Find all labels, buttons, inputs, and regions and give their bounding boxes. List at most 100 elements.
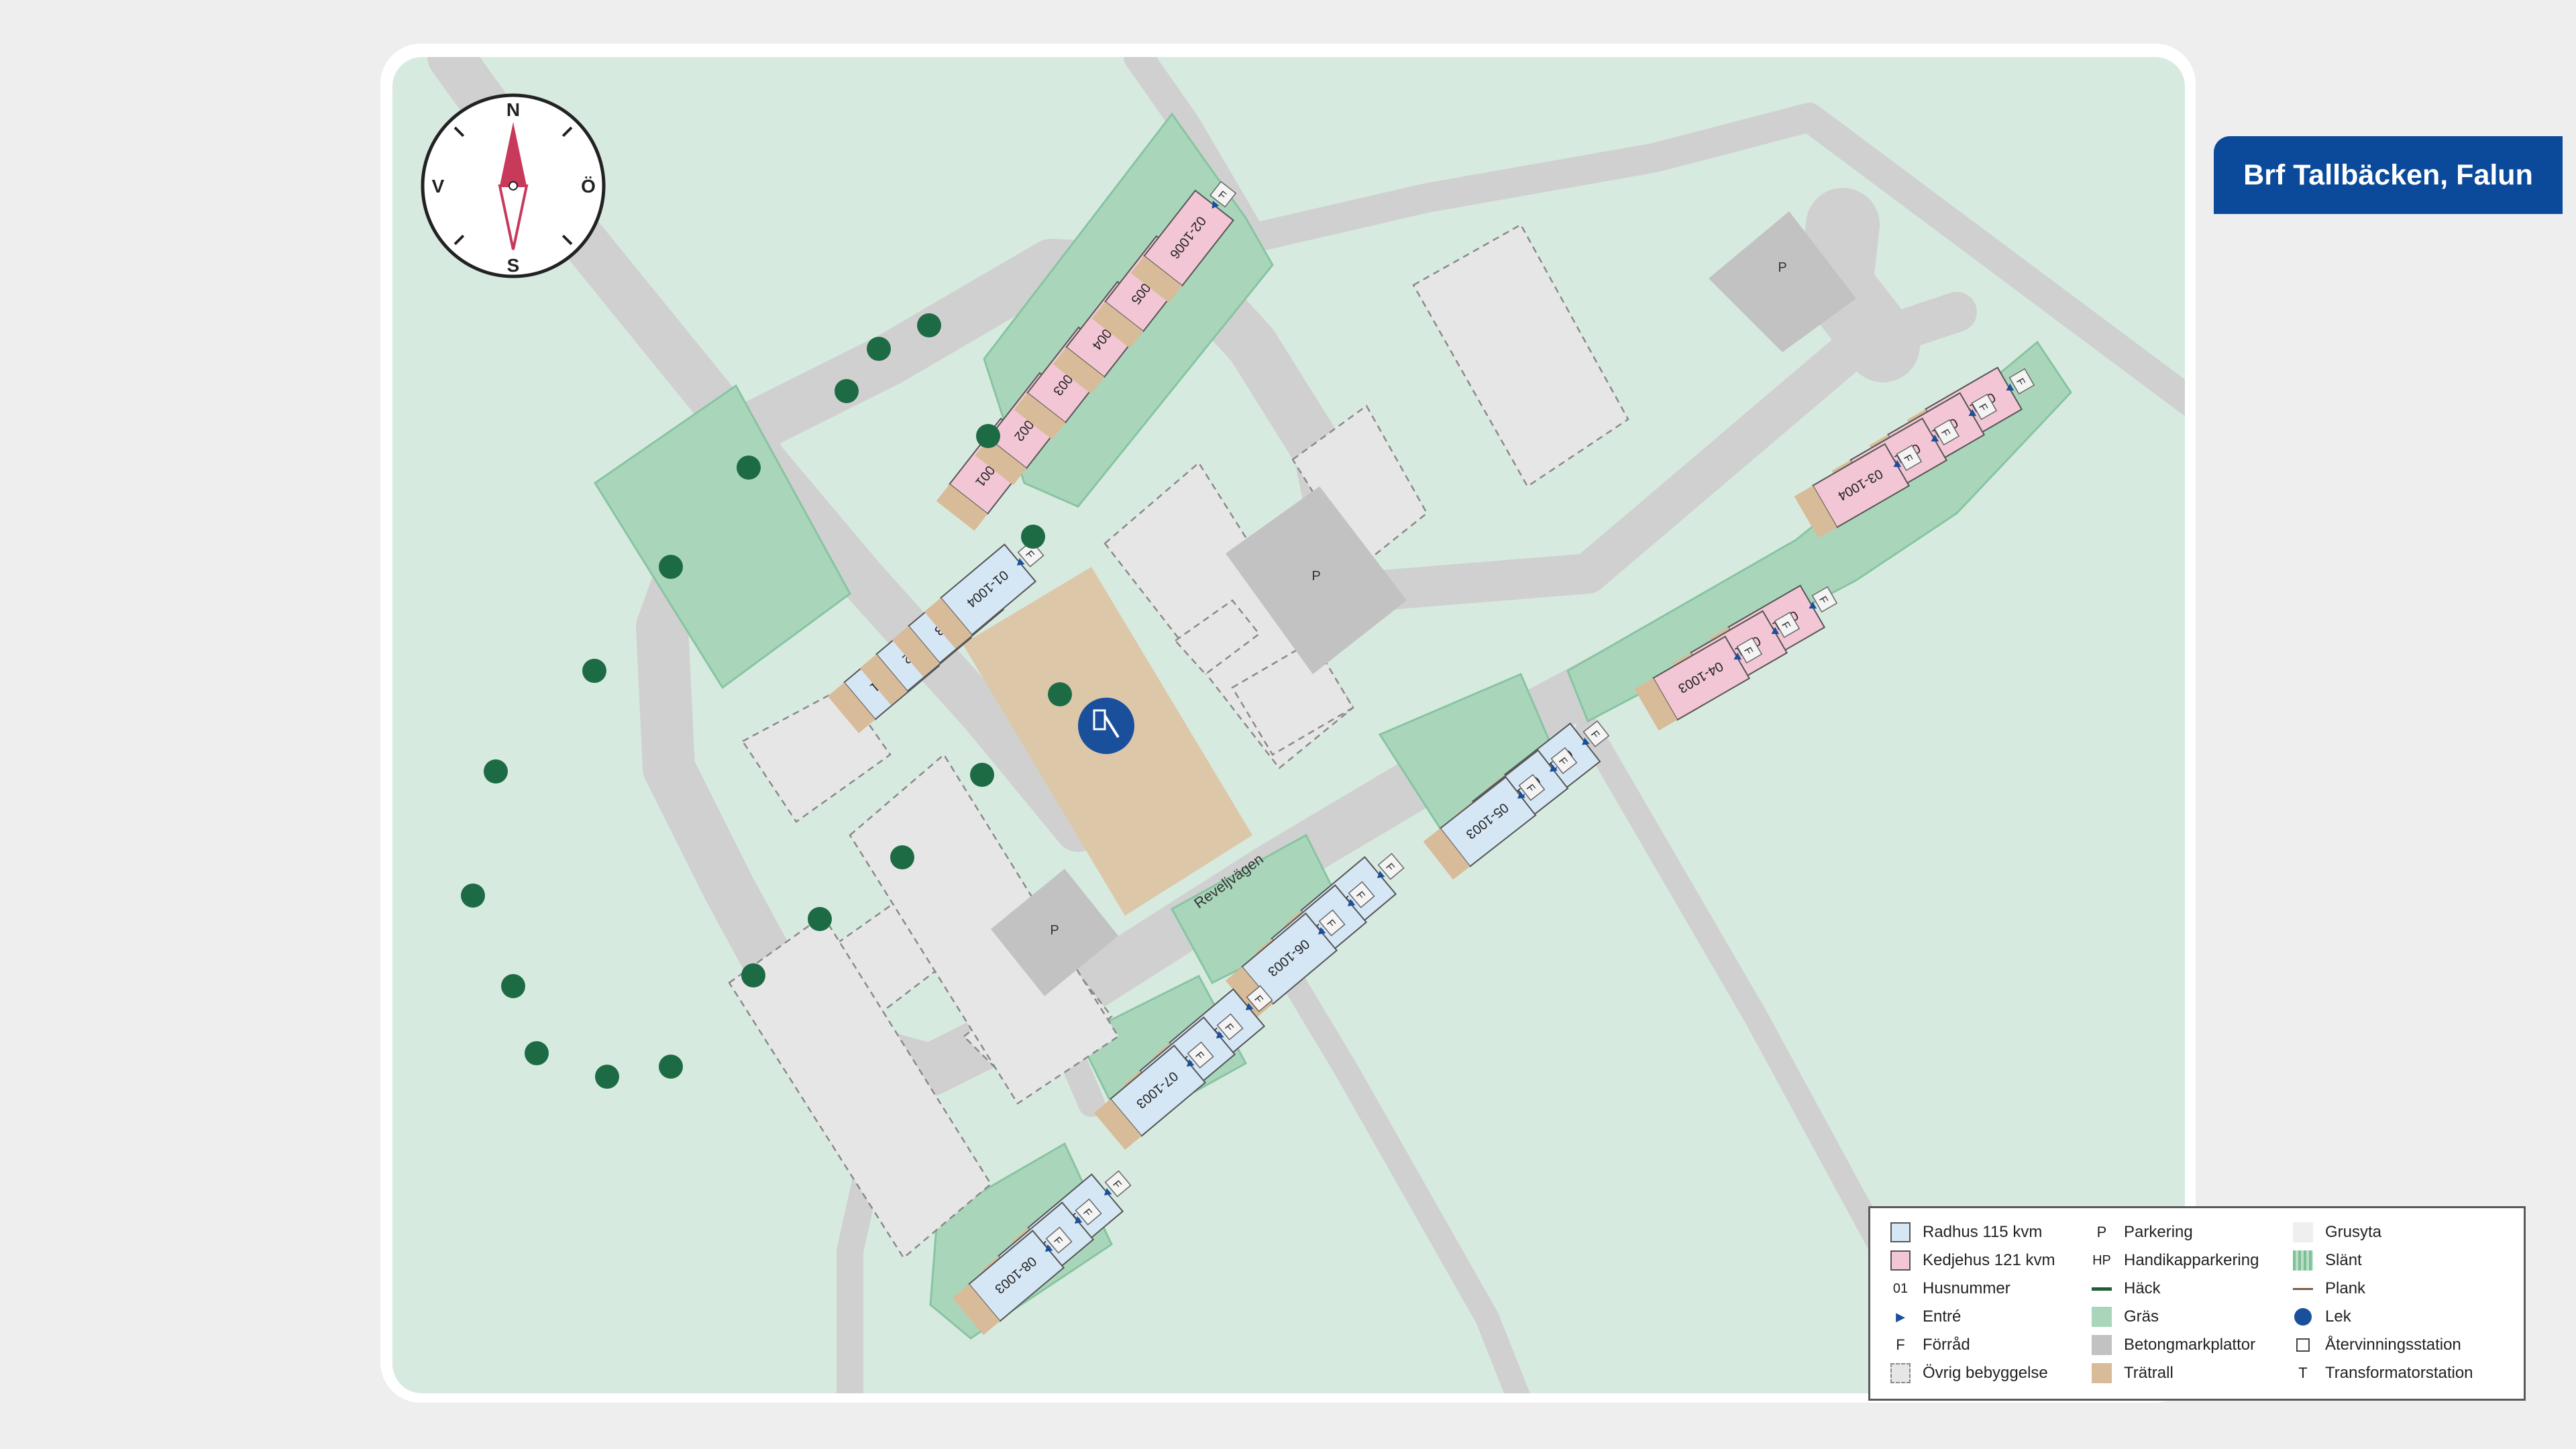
tree [582,659,606,683]
other-building-9 [849,753,1120,1105]
legend-label: Radhus 115 kvm [1923,1223,2043,1241]
legend-label: Betongmarkplattor [2124,1336,2256,1354]
unit-deck [859,654,908,705]
compass-tick [453,234,465,246]
unit-deck [1093,1099,1142,1150]
legend-label: Husnummer [1923,1279,2010,1297]
unit-03-1004[interactable]: F03-1004 [1794,433,1929,539]
entrance-arrow [2006,383,2015,391]
legend-item-husnummer: 01 Husnummer [1890,1277,2010,1301]
storage-shed [1017,540,1044,568]
entrance-arrow [1186,1059,1195,1067]
unit-01-1004[interactable]: F01-1004 [924,530,1053,649]
tree [501,974,525,998]
parking-lot-ne [1709,211,1856,352]
legend-label: Slänt [2325,1251,2362,1269]
compass-north-label: N [506,99,520,120]
legend-item-atervinning: Återvinningsstation [2293,1333,2461,1357]
transformator-icon: T [2298,1364,2308,1381]
tree [737,455,761,480]
unit-04-1003[interactable]: F04-1003 [1634,625,1770,731]
atervinning-icon [2293,1335,2313,1355]
legend-label: Kedjehus 121 kvm [1923,1251,2055,1269]
tree [525,1041,549,1065]
entrance-arrow [1733,652,1742,660]
legend-label: Lek [2325,1307,2351,1326]
unit-05-1003[interactable]: F05-1003 [1423,763,1554,880]
tratrall-swatch-icon [2092,1363,2112,1383]
legend-label: Återvinningsstation [2325,1336,2461,1354]
legend-label: Plank [2325,1279,2366,1297]
storage-shed [1550,747,1578,774]
legend-item-gras-swatch: Gräs [2092,1305,2159,1329]
road-north-east [1124,57,2185,421]
compass-rose: N S V Ö [421,93,606,278]
legend-label: Trätrall [2124,1364,2174,1382]
kedjehus-swatch-icon [1890,1250,1911,1271]
entrance-arrow [1216,1030,1224,1039]
unit-deck [1091,301,1144,349]
other-building-8 [728,914,992,1259]
unit-08-1003[interactable]: F08-1003 [952,1216,1081,1335]
legend-label: Häck [2124,1279,2161,1297]
entrance-arrow [1893,460,1902,468]
entrance-arrow [1377,870,1385,879]
tree [970,763,994,787]
parking-lot-center [1226,486,1407,674]
map-title: Brf Tallbäcken, Falun [2243,158,2533,191]
tree [741,963,765,987]
tree [659,1055,683,1079]
storage-shed [1971,393,1998,421]
legend-item-lek-icon: Lek [2293,1305,2351,1329]
entrance-arrow [1931,434,1939,442]
tree [595,1065,619,1089]
other-building-4 [1231,639,1354,756]
handikapparkering-icon: HP [2092,1252,2111,1268]
unit-deck [1130,256,1183,303]
unit-07-1003[interactable]: F07-1003 [1093,1031,1223,1150]
unit-deck [827,682,875,733]
parking-lot-ne-label: P [1778,260,1786,275]
storage-shed [1045,1226,1073,1254]
lek-icon-icon [2293,1307,2313,1327]
legend-label: Entré [1923,1307,1962,1326]
unit-deck [936,484,988,531]
entrance-arrow [1809,601,1817,609]
other-buildings [728,223,1629,1259]
entrance-arrow [1582,737,1590,745]
ovrig-bebyggelse-icon [1890,1363,1911,1383]
entrance-arrow [1044,1244,1053,1252]
entrance-arrow [1245,1002,1254,1011]
unit-deck [1014,392,1066,440]
compass-tick [561,234,573,246]
legend-item-entre-arrow: ▶Entré [1890,1305,1961,1329]
compass-west-label: V [432,176,445,197]
husnummer-icon: 01 [1892,1281,1909,1296]
compass-tick [453,126,465,138]
legend-label: Parkering [2124,1223,2193,1241]
unit-deck [924,598,972,649]
grusyta-swatch-icon [2293,1222,2313,1242]
storage-shed [1318,909,1346,936]
entrance-arrow [1016,557,1025,566]
unit-deck [1634,678,1678,731]
compass-south-label: S [507,255,520,276]
entrance-arrow [1074,1216,1083,1224]
entrance-arrow [1318,926,1326,935]
tree [1048,682,1072,706]
slant-swatch-icon [2293,1250,2313,1271]
storage-shed [1187,1041,1214,1069]
compass-east-label: Ö [581,176,596,197]
storage-shed [1518,773,1546,801]
unit-02-1006[interactable]: F02-1006 [1130,172,1248,303]
storage-shed [1811,586,1838,613]
legend-label: Grusyta [2325,1223,2382,1241]
unit-deck [975,438,1027,486]
legend-item-tratrall-swatch: Trätrall [2092,1361,2174,1385]
legend-label: Övrig bebyggelse [1923,1364,2048,1382]
trees [461,313,1072,1089]
legend-item-kedjehus-swatch: Kedjehus 121 kvm [1890,1248,2055,1273]
unit-deck [1423,828,1470,880]
